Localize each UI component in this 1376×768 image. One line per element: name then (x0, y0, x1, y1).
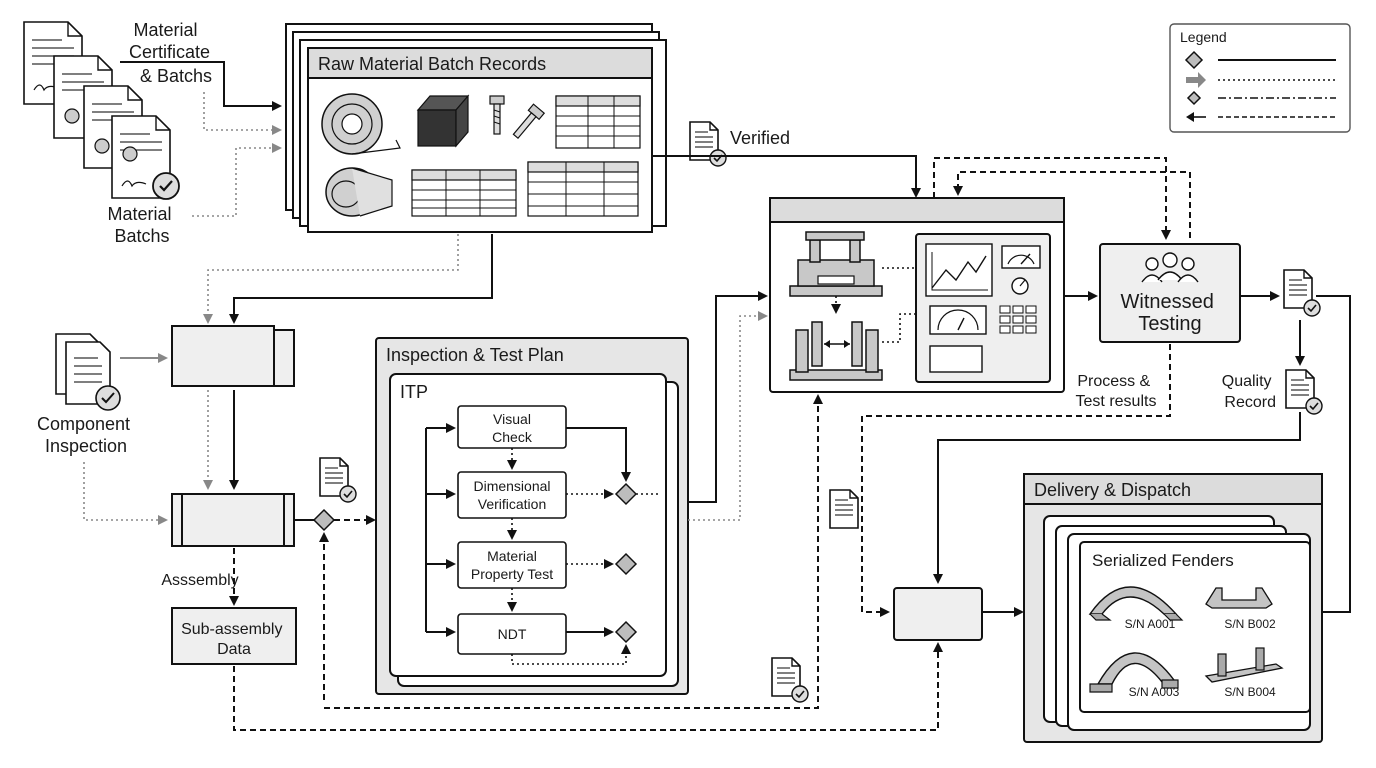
component-inspection-label: Component Inspection (37, 414, 135, 456)
itp-label: ITP (400, 382, 428, 402)
component-box-lower (171, 493, 295, 547)
decision-diamond-left (312, 508, 336, 532)
delivery-dispatch-panel: Delivery & Dispatch Serialized Fenders S… (1023, 473, 1323, 743)
sn-a003-label: S/N A003 (1129, 685, 1180, 699)
tensile-machine-icon (789, 321, 883, 381)
process-test-results-label: Process & Test results (1076, 373, 1157, 410)
sn-b002-label: S/N B002 (1224, 617, 1276, 631)
material-certificate-label: Material Certificate & Batchs (129, 20, 215, 86)
legend-back-arrow-icon (1186, 112, 1194, 122)
fender-b002-icon (1205, 587, 1273, 609)
itp-input-doc-icon (319, 457, 357, 503)
itp-panel-title: Inspection & Test Plan (386, 345, 564, 365)
quality-record-label: Quality Record (1222, 373, 1276, 411)
legend-arrow-icon (1186, 72, 1206, 88)
component-box-upper (171, 325, 295, 387)
test-rig-panel (769, 197, 1065, 393)
raw-material-batch-records-panel: Raw Material Batch Records (285, 23, 667, 233)
decision-diamond-3 (614, 620, 638, 644)
decision-diamond-1 (614, 482, 638, 506)
legend-diamond-icon (1184, 50, 1204, 70)
sn-b004-label: S/N B004 (1224, 685, 1276, 699)
fender-b004-icon (1204, 647, 1284, 683)
quality-record-doc-icon (1285, 369, 1323, 415)
material-batchs-label: Material Batchs (107, 204, 176, 246)
verified-check-icon (152, 172, 180, 200)
component-inspection-doc-icon (55, 333, 121, 411)
svg-text:NDT: NDT (498, 626, 527, 642)
dispatch-merge-box (893, 587, 983, 641)
serialized-fenders-title: Serialized Fenders (1092, 551, 1234, 570)
feedback-doc-icon (771, 657, 809, 703)
raw-material-title: Raw Material Batch Records (318, 54, 546, 74)
batch-record-table-2 (411, 169, 517, 217)
legend-small-diamond-icon (1186, 90, 1202, 106)
certificate-stack-icon (23, 21, 180, 200)
fender-a001-icon (1088, 586, 1184, 621)
svg-text:Witnessed Testing: Witnessed Testing (1121, 291, 1220, 335)
legend-title: Legend (1180, 29, 1227, 45)
legend: Legend (1169, 23, 1351, 133)
batch-record-table-1 (555, 95, 641, 149)
batch-record-table-3 (527, 161, 639, 217)
test-report-doc-icon (1283, 269, 1321, 317)
bolts-icon (489, 95, 546, 140)
control-panel-icon (915, 233, 1051, 383)
sn-a001-label: S/N A001 (1125, 617, 1176, 631)
witnessed-testing-box: Witnessed Testing (1099, 243, 1241, 343)
decision-diamond-2 (614, 552, 638, 576)
coil-roll-icon (325, 167, 393, 217)
verified-label: Verified (730, 128, 790, 148)
svg-text:Sub-assembly Data: Sub-assembly Data (181, 621, 287, 658)
results-doc-icon (829, 489, 859, 529)
delivery-title: Delivery & Dispatch (1034, 480, 1191, 500)
subassembly-data-box: Sub-assembly Data (171, 607, 297, 665)
asssembly-label: Asssembly (161, 572, 238, 589)
people-icon (1141, 252, 1199, 283)
steel-coil-icon (321, 93, 401, 155)
press-machine-icon (789, 231, 883, 297)
material-block-icon (416, 94, 470, 148)
verified-document-icon (689, 121, 727, 167)
fender-a003-icon (1089, 652, 1179, 693)
